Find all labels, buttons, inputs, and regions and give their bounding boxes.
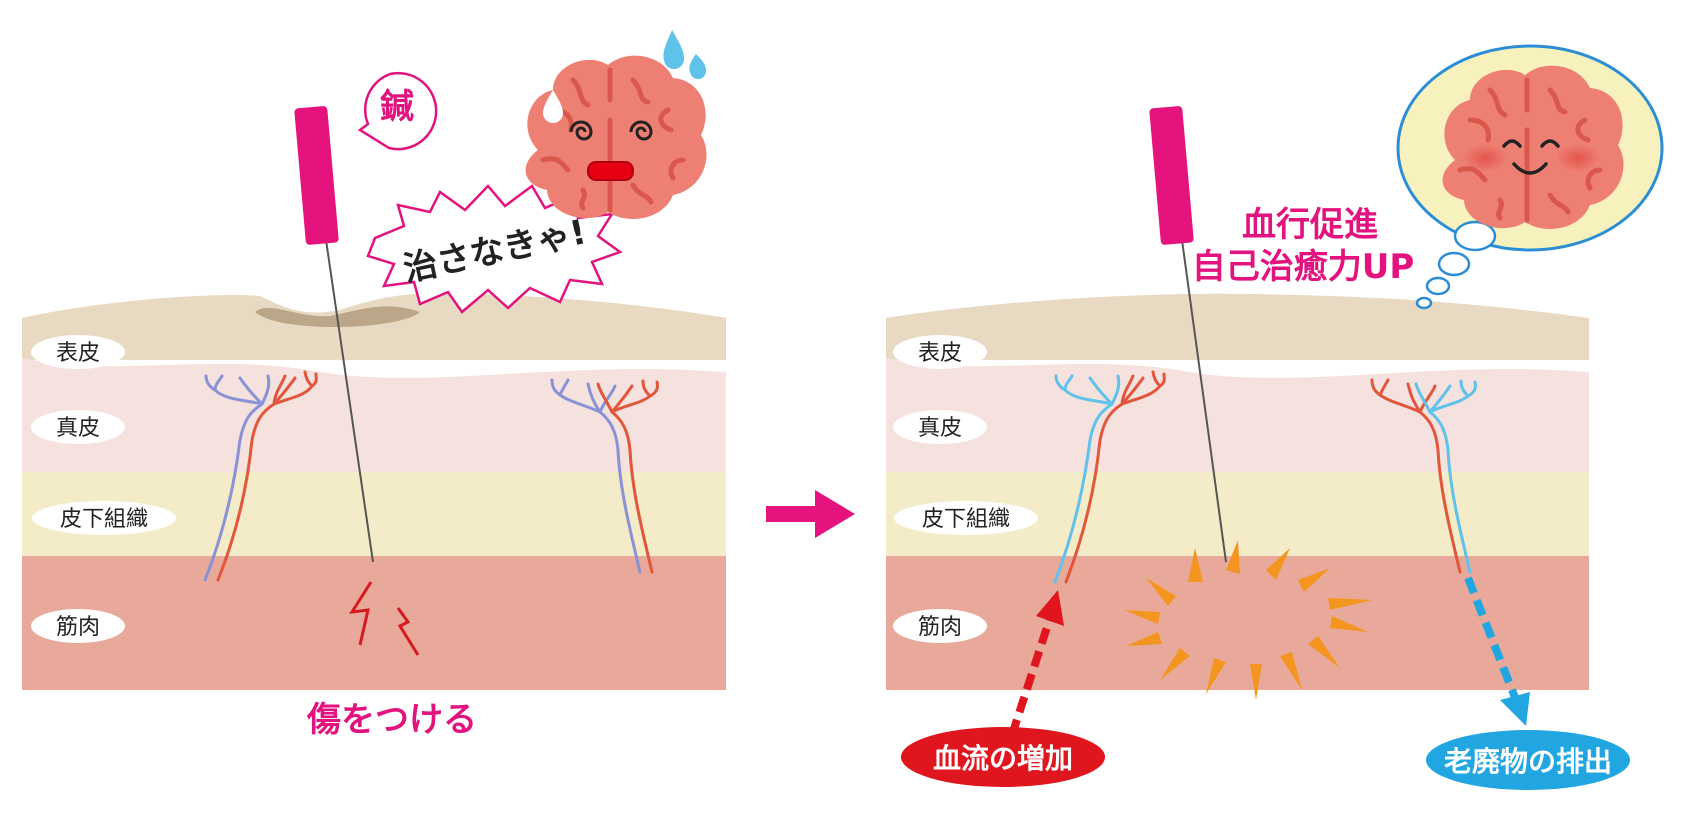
- blood-vessels-left: [203, 370, 659, 582]
- svg-text:皮下組織: 皮下組織: [922, 507, 1010, 532]
- layer-label-subcutaneous: 皮下組織: [894, 501, 1038, 535]
- arrow-right-icon: [766, 490, 855, 538]
- headline-blood-circulation: 血行促進: [1242, 205, 1378, 245]
- skin-cross-section-right: [886, 293, 1589, 690]
- sweat-drop-on-face-icon: [543, 90, 563, 123]
- svg-text:血流の増加: 血流の増加: [933, 742, 1073, 775]
- needle-icon: [294, 106, 374, 563]
- speech-bubble: 鍼: [357, 71, 438, 151]
- layer-label-dermis: 真皮: [31, 410, 125, 444]
- svg-text:筋肉: 筋肉: [56, 615, 100, 640]
- epidermis-layer: [22, 292, 726, 360]
- lightning-icon: [349, 581, 420, 656]
- muscle-layer: [886, 556, 1589, 690]
- dermis-layer: [886, 358, 1589, 474]
- speech-bubble-text: 鍼: [380, 87, 414, 127]
- needle-icon: [1149, 106, 1227, 563]
- blood-vessels-right: [1053, 370, 1477, 584]
- brain-worried-icon: [526, 56, 707, 219]
- vessel-group-1: [203, 370, 318, 582]
- layer-label-epidermis: 表皮: [893, 335, 987, 369]
- blood-flow-badge: 血流の増加: [901, 727, 1105, 787]
- svg-text:老廃物の排出: 老廃物の排出: [1444, 745, 1612, 778]
- headline-self-healing: 自己治癒力UP: [1192, 247, 1415, 287]
- blood-flow-arrow: [1008, 590, 1064, 737]
- svg-text:筋肉: 筋肉: [918, 615, 962, 640]
- muscle-layer: [22, 556, 726, 690]
- left-caption: 傷をつける: [306, 700, 477, 740]
- right-panel: 血行促進 自己治癒力UP 表皮 真皮 皮下組織: [886, 44, 1664, 790]
- layer-labels-right: 表皮 真皮 皮下組織 筋肉: [893, 335, 1038, 643]
- dermis-layer: [22, 358, 726, 474]
- layer-label-muscle: 筋肉: [893, 609, 987, 643]
- vessel-group-4: [1370, 378, 1477, 574]
- epidermis-layer: [886, 293, 1589, 360]
- waste-flow-arrow: [1464, 576, 1530, 726]
- layer-label-dermis: 真皮: [893, 410, 987, 444]
- brain-happy-icon: [1443, 66, 1624, 229]
- svg-text:表皮: 表皮: [918, 341, 962, 366]
- waste-removal-badge: 老廃物の排出: [1426, 730, 1630, 790]
- layer-label-muscle: 筋肉: [31, 609, 125, 643]
- svg-text:表皮: 表皮: [56, 341, 100, 366]
- vessel-group-3: [1053, 370, 1166, 584]
- svg-text:真皮: 真皮: [918, 416, 962, 441]
- burst-callout: 治さなきゃ!: [366, 184, 623, 314]
- svg-text:皮下組織: 皮下組織: [60, 507, 148, 532]
- sweat-drop-icon: [663, 30, 707, 80]
- layer-labels-left: 表皮 真皮 皮下組織 筋肉: [31, 335, 176, 643]
- skin-cross-section-left: [22, 292, 726, 690]
- layer-label-subcutaneous: 皮下組織: [32, 501, 176, 535]
- healing-burst-icon: [1124, 540, 1372, 700]
- left-panel: 鍼 治さなきゃ! 表皮: [22, 30, 726, 740]
- svg-text:真皮: 真皮: [56, 416, 100, 441]
- layer-label-epidermis: 表皮: [31, 335, 125, 369]
- vessel-group-2: [550, 378, 659, 574]
